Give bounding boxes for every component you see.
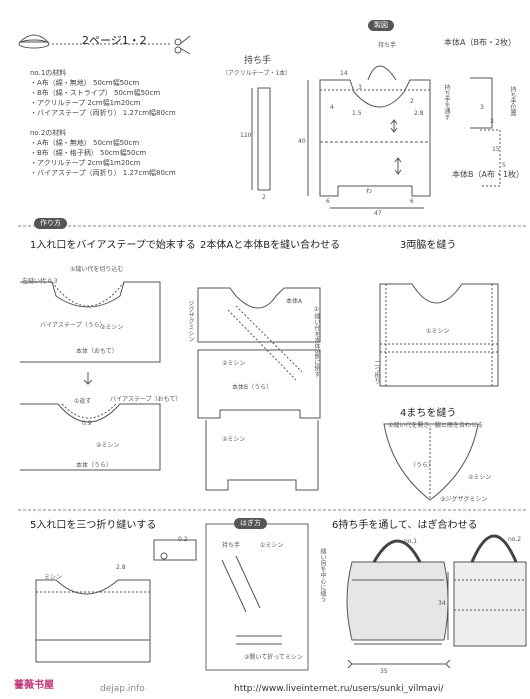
dim: 15	[492, 146, 500, 153]
step6-label: no.2	[508, 536, 522, 543]
body-b-label: 本体B（A布・1枚）	[452, 170, 525, 179]
handle-strip	[257, 87, 271, 191]
dim: 5	[502, 162, 506, 169]
step1-body-top	[20, 281, 161, 363]
materials-no1-title: no.1の材料	[30, 69, 67, 77]
step1-label: バイアステープ（おもて）	[110, 396, 182, 403]
step2-label: ②ミシン	[222, 436, 246, 443]
materials-item: ・A布（綿・無地） 50cm幅50cm	[30, 79, 140, 87]
hagi-label: はぎ方	[234, 518, 267, 529]
step5-label: 2.8	[116, 564, 126, 571]
step2-label: ジグザグミシン	[187, 300, 194, 342]
step3-label: ①ミシン	[426, 328, 450, 335]
step3-title: 3両脇を縫う	[400, 240, 457, 251]
handle-sub: （アクリルテープ・1本）	[222, 70, 292, 77]
step5-label: ミシン	[44, 574, 63, 581]
dim: 4	[330, 104, 334, 111]
step4-title: 4まちを縫う	[400, 408, 457, 419]
materials-item: ・B布（綿・ストライプ） 50cm幅50cm	[30, 89, 161, 97]
hagi-label-item: ②開いて折ってミシン	[244, 654, 303, 661]
materials-item: ・アクリルテープ 2cm幅1m20cm	[30, 159, 141, 167]
dim: 3	[480, 104, 484, 111]
step1-label: 0.9	[82, 420, 92, 427]
dim: 3	[490, 118, 494, 125]
step2-label: 本体B（うら）	[232, 384, 273, 391]
step1-label: 左縫い代 0.3	[22, 278, 58, 285]
footer-watermark: dejap.info	[100, 684, 145, 694]
step1-label: 本体（うら）	[76, 462, 113, 469]
step6-label: 34	[438, 600, 446, 607]
materials-item: ・B布（綿・格子柄） 50cm幅50cm	[30, 149, 147, 157]
dim: 1.5	[352, 110, 362, 117]
step1-title: 1入れ口をバイアステープで始末する	[30, 240, 196, 251]
step6-label: no.1	[404, 538, 418, 545]
scissors-icon	[174, 35, 191, 55]
bag-no2-illustration	[453, 534, 527, 647]
step4-label: ③ジグザグミシン	[440, 496, 488, 503]
materials-item: ・A布（綿・無地） 50cm幅50cm	[30, 139, 140, 147]
handle-length: 120	[240, 132, 252, 139]
step4-label: ②ミシン	[468, 474, 492, 481]
step1-label: ②ミシン	[100, 324, 124, 331]
dim: 2	[410, 98, 414, 105]
step2-label: ②ミシン	[222, 360, 246, 367]
step1-label: ②ミシン	[96, 442, 120, 449]
step2-label: 本体A	[286, 298, 303, 305]
handle-label: 持ち手	[378, 42, 397, 49]
step2-body-b	[197, 349, 321, 419]
step5-title: 5入れ口を三つ折り縫いする	[30, 520, 157, 531]
step2-label: ①縫い代を本体B側に倒す	[313, 306, 320, 378]
dim: 40	[298, 138, 306, 145]
handle-width: 2	[262, 194, 266, 201]
step6-title: 6持ち手を通して、はぎ合わせる	[332, 520, 478, 531]
body-a-label: 本体A（B布・2枚）	[444, 38, 517, 47]
step4-gusset	[383, 423, 479, 501]
step6-label: 35	[380, 668, 388, 675]
step6-label: 縫い目を中心に縫う	[319, 548, 326, 602]
step3-body	[379, 283, 499, 387]
materials-no1: no.1の材料 ・A布（綿・無地） 50cm幅50cm ・B布（綿・ストライプ）…	[30, 68, 176, 118]
step1-label: バイアステープ（うら）	[40, 322, 106, 329]
hagi-label-item: ①ミシン	[260, 542, 284, 549]
step2-title: 2本体Aと本体Bを縫い合わせる	[200, 240, 341, 251]
pattern-label: 製図	[368, 20, 394, 31]
handle-thru-label: 持ち手を通す	[443, 84, 450, 120]
handle-pos-label: 持ち手位置	[509, 86, 516, 116]
step1-body-bottom	[20, 403, 161, 471]
dim: 6	[410, 198, 414, 205]
materials-no2-title: no.2の材料	[30, 129, 67, 137]
dim: 6	[326, 198, 330, 205]
step2-body-a	[197, 287, 321, 343]
materials-item: ・バイアステープ（両折り） 1.27cm幅80cm	[30, 109, 176, 117]
page-ref: 2ページ1・2	[82, 34, 147, 47]
howto-label: 作り方	[34, 218, 67, 229]
materials-item: ・バイアステープ（両折り） 1.27cm幅80cm	[30, 169, 176, 177]
footer-url[interactable]: http://www.liveinternet.ru/users/sunki_v…	[234, 684, 444, 694]
pattern-body	[319, 79, 431, 197]
dim: 14	[340, 70, 348, 77]
pincushion-icon	[18, 34, 50, 49]
step1-label: ①縫い代を切り込む	[70, 266, 124, 273]
step1-label: ①返す	[74, 398, 92, 405]
step1-label: 本体（おもて）	[76, 348, 118, 355]
dim: 3	[358, 84, 362, 91]
step5-label: 0.2	[178, 536, 188, 543]
step4-label: （うら）	[410, 462, 435, 469]
materials-item: ・アクリルテープ 2cm幅1m20cm	[30, 99, 141, 107]
handle-title: 持ち手	[244, 56, 272, 66]
dim: 47	[374, 210, 382, 217]
materials-no2: no.2の材料 ・A布（綿・無地） 50cm幅50cm ・B布（綿・格子柄） 5…	[30, 128, 176, 178]
step3-label: 二つ折り	[373, 360, 380, 384]
dim: 2.8	[414, 110, 424, 117]
step4-label: ①縫い代を開き、脇と底を合わせる	[388, 422, 483, 429]
bag-no1-illustration	[346, 539, 449, 645]
hagi-label-item: 持ち手	[222, 542, 241, 549]
dim: わ	[366, 188, 373, 195]
footer-logo: 薔薇书屋	[14, 680, 54, 691]
